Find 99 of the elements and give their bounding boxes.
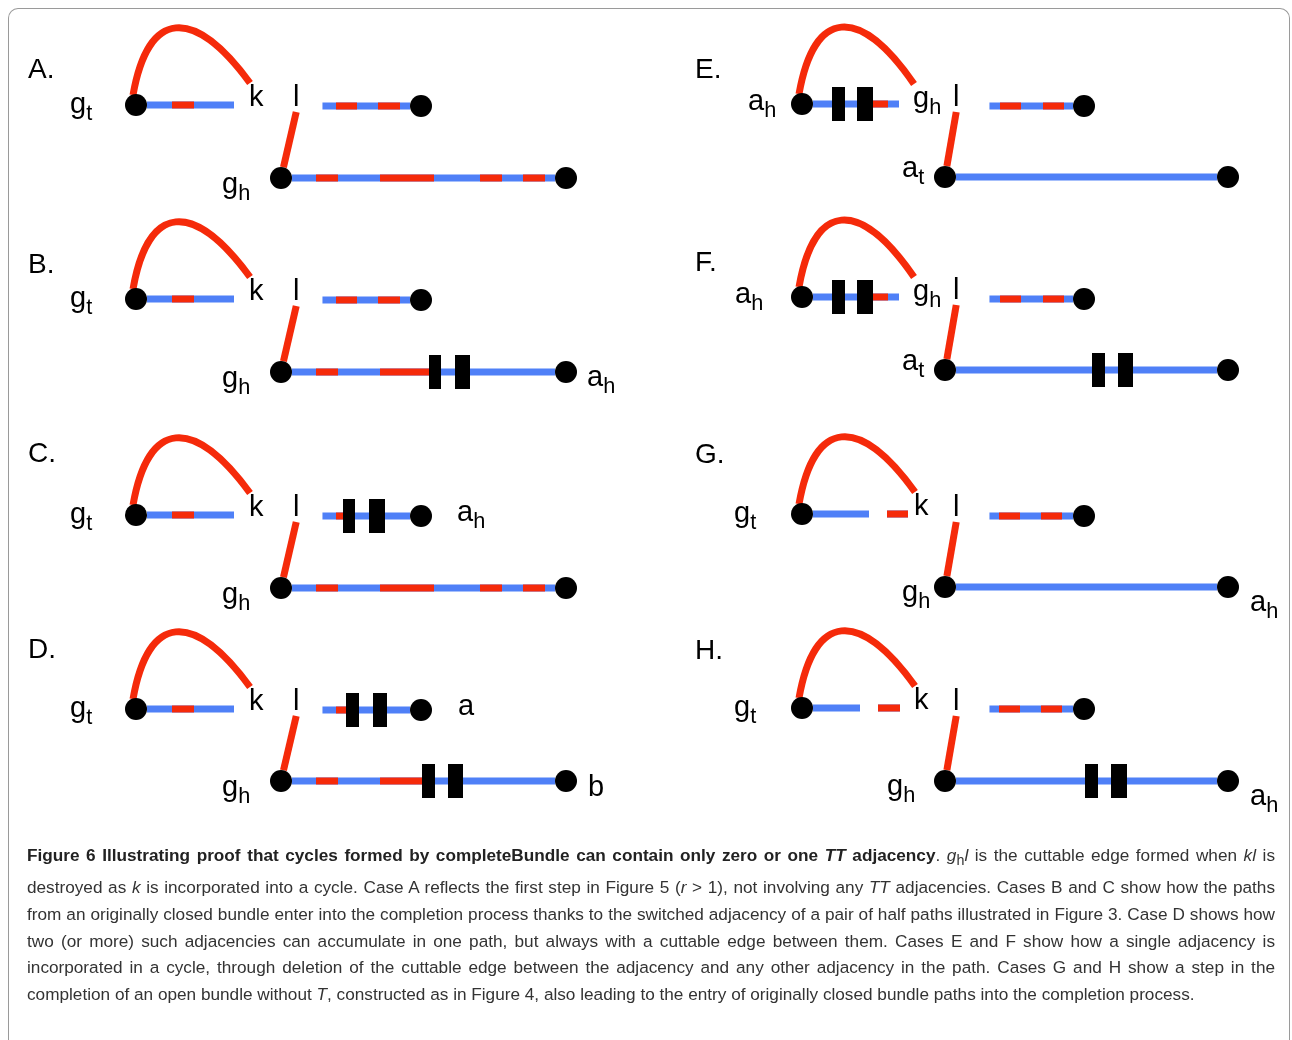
vertex-dot: [1217, 770, 1239, 792]
connector-line: [956, 777, 1217, 785]
vertex-label: g$_{h}$: [222, 363, 251, 392]
vertex-dot: [1217, 166, 1239, 188]
vertex-label: l: [953, 82, 960, 111]
connector-line: [280, 111, 300, 169]
vertex-label: g$_{h}$: [902, 577, 931, 606]
connector-line: [943, 521, 960, 577]
connector-line: [280, 715, 300, 772]
vertex-label: g$_{h}$: [887, 771, 916, 800]
vertex-label: a$_{h}$: [457, 497, 486, 526]
vertex-label: g$_{h}$: [913, 276, 942, 305]
panel-letter: H.: [695, 636, 723, 664]
vertex-label: a$_{h}$: [735, 279, 764, 308]
vertex-dot: [791, 503, 813, 525]
connector-line: [280, 305, 300, 363]
curved-connector: [129, 628, 253, 700]
vertex-dot: [934, 576, 956, 598]
vertex-label: a: [458, 691, 475, 720]
curved-connector: [129, 24, 253, 96]
vertex-dot: [555, 770, 577, 792]
vertex-dot: [1217, 359, 1239, 381]
vertex-label: g$_{t}$: [70, 693, 93, 722]
vertex-label: k: [249, 492, 264, 521]
vertex-label: a$_{h}$: [587, 362, 616, 391]
vertex-dot: [555, 361, 577, 383]
vertex-label: k: [914, 685, 929, 714]
vertex-label: l: [293, 686, 300, 715]
vertex-label: a$_{t}$: [902, 153, 925, 182]
vertex-dot: [410, 505, 432, 527]
vertex-dot: [410, 95, 432, 117]
curved-connector: [795, 23, 917, 95]
vertex-dot: [791, 286, 813, 308]
vertex-label: g$_{h}$: [222, 169, 251, 198]
vertex-dot: [791, 93, 813, 115]
vertex-label: b: [588, 772, 605, 801]
vertex-dot: [555, 577, 577, 599]
connector-line: [956, 173, 1217, 181]
figure-caption: Figure 6 Illustrating proof that cycles formed by completeBundle can contain only zero or one TT adjacency. g$_{h}$l is the cuttable edge formed when kl is destroyed as k is incorporated into a cycle. Case A reflects the first step in Figure 5 (r > 1), not involving any TT adjacencies. Cases B and C show how the paths from an originally closed bundle enter into the completion process thanks to the switched adjacency of a pair of half paths illustrated in Figure 3. Case D shows how two (or more) such adjacencies can accumulate in one path, but always with a cuttable edge between them. Cases E and F show how a single adjacency is incorporated in a cycle, through deletion of the cuttable edge between the adjacency and any other adjacency in the path. Cases G and H show a step in the completion of an open bundle without T, constructed as in Figure 4, also leading to the entry of originally closed bundle paths into the completion process.: [27, 844, 1275, 1006]
vertex-label: g$_{h}$: [222, 772, 251, 801]
vertex-dot: [934, 770, 956, 792]
vertex-dot: [1217, 576, 1239, 598]
vertex-dot: [410, 289, 432, 311]
vertex-label: l: [953, 275, 960, 304]
vertex-label: a$_{t}$: [902, 346, 925, 375]
vertex-label: l: [953, 492, 960, 521]
vertex-dot: [934, 359, 956, 381]
vertex-dot: [125, 698, 147, 720]
vertex-label: l: [293, 276, 300, 305]
vertex-label: g$_{t}$: [734, 692, 757, 721]
vertex-dot: [1073, 288, 1095, 310]
vertex-label: g$_{h}$: [222, 579, 251, 608]
vertex-label: g$_{t}$: [70, 89, 93, 118]
curved-connector: [795, 433, 918, 505]
vertex-label: g$_{t}$: [70, 499, 93, 528]
connector-line: [280, 521, 300, 579]
curved-connector: [129, 434, 253, 506]
vertex-label: g$_{h}$: [913, 83, 942, 112]
vertex-label: l: [953, 686, 960, 715]
vertex-label: k: [249, 276, 264, 305]
vertex-label: a$_{h}$: [1250, 781, 1279, 810]
vertex-dot: [1073, 698, 1095, 720]
vertex-dot: [270, 361, 292, 383]
vertex-dot: [125, 504, 147, 526]
vertex-dot: [934, 166, 956, 188]
curved-connector: [795, 216, 917, 288]
vertex-dot: [270, 770, 292, 792]
panel-letter: A.: [28, 55, 55, 83]
vertex-dot: [270, 577, 292, 599]
vertex-label: g$_{t}$: [70, 283, 93, 312]
vertex-label: l: [293, 82, 300, 111]
vertex-label: k: [249, 82, 264, 111]
panel-letter: B.: [28, 250, 55, 278]
vertex-label: l: [293, 492, 300, 521]
connector-line: [956, 366, 1217, 374]
vertex-dot: [125, 94, 147, 116]
vertex-dot: [410, 699, 432, 721]
vertex-dot: [270, 167, 292, 189]
panel-letter: D.: [28, 635, 56, 663]
panel-letter: F.: [695, 248, 717, 276]
panel-letter: G.: [695, 440, 725, 468]
vertex-label: a$_{h}$: [1250, 587, 1279, 616]
connector-line: [943, 111, 960, 167]
connector-line: [943, 304, 960, 360]
curved-connector: [795, 627, 918, 699]
vertex-dot: [555, 167, 577, 189]
vertex-dot: [791, 697, 813, 719]
vertex-label: k: [249, 686, 264, 715]
curved-connector: [129, 218, 253, 290]
panel-letter: E.: [695, 55, 722, 83]
vertex-label: k: [914, 491, 929, 520]
vertex-label: a$_{h}$: [748, 86, 777, 115]
vertex-label: g$_{t}$: [734, 498, 757, 527]
connector-line: [943, 715, 960, 771]
panel-letter: C.: [28, 439, 56, 467]
vertex-dot: [1073, 505, 1095, 527]
connector-line: [956, 583, 1217, 591]
vertex-dot: [1073, 95, 1095, 117]
vertex-dot: [125, 288, 147, 310]
